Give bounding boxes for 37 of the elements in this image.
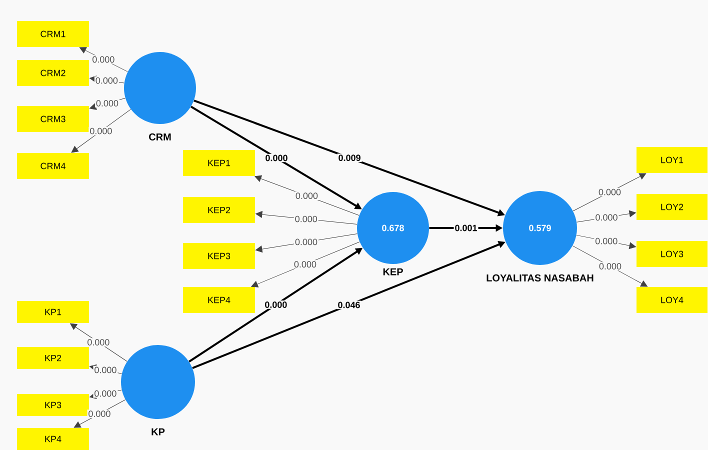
indicator-box: LOY4 — [636, 287, 708, 313]
arrow — [572, 246, 648, 287]
indicator-box: LOY1 — [636, 147, 708, 173]
construct-name: KP — [152, 428, 165, 436]
edge-label: 0.000 — [87, 410, 112, 418]
edge-label: 0.000 — [598, 262, 622, 270]
edge-label: 0.009 — [337, 154, 362, 162]
indicator-box: CRM1 — [17, 21, 89, 47]
indicator-box: CRM3 — [17, 106, 89, 132]
arrow — [71, 109, 131, 153]
arrow — [251, 242, 360, 288]
indicator-box: CRM4 — [17, 153, 89, 179]
edge-label: 0.000 — [264, 300, 288, 309]
indicator-box: KP4 — [17, 428, 89, 450]
indicator-box: KP1 — [17, 301, 89, 323]
indicator-box: LOY2 — [636, 194, 708, 220]
indicator-box: CRM2 — [17, 60, 89, 86]
indicator-box: KEP2 — [183, 197, 255, 223]
edge-label: 0.000 — [292, 260, 318, 268]
construct-name: LOYALITAS NASABAH — [486, 274, 594, 282]
edge-label: 0.000 — [594, 213, 619, 222]
construct-name: CRM — [149, 133, 171, 140]
arrow — [70, 323, 128, 362]
construct-name: KEP — [383, 268, 403, 276]
value-text: 0.678 — [382, 224, 404, 232]
edge-label: 0.000 — [86, 338, 111, 346]
indicator-box: KP2 — [17, 347, 89, 369]
edge-label: 0.000 — [94, 99, 120, 108]
value-text: 0.579 — [529, 224, 551, 232]
edge-label: 0.000 — [294, 192, 319, 200]
arrow — [79, 47, 128, 72]
indicator-box: KEP3 — [183, 243, 255, 269]
indicator-box: KEP1 — [183, 150, 255, 176]
arrow — [572, 173, 646, 212]
indicator-box: KP3 — [17, 394, 89, 416]
indicator-box: LOY3 — [636, 241, 708, 267]
indicator-box: KEP4 — [183, 287, 255, 313]
